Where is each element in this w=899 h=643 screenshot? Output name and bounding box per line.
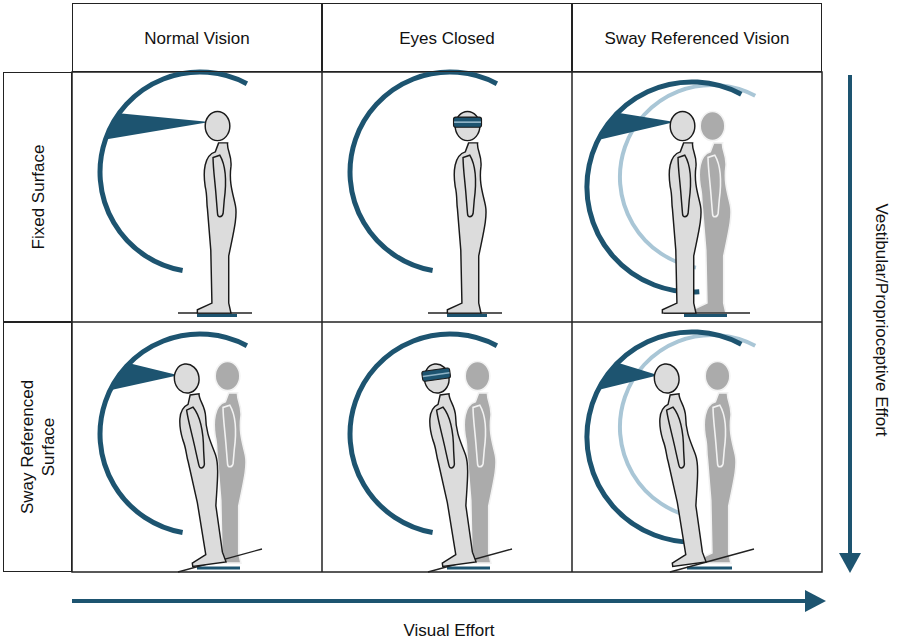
blindfolded-figure: [447, 112, 486, 314]
vision-cone: [105, 113, 209, 139]
axis-label: Vestibular/Proprioceptive Effort: [871, 203, 892, 436]
visual-surround: [587, 82, 741, 292]
condition-cell: [350, 334, 512, 572]
header-text: Eyes Closed: [323, 27, 571, 48]
header-text: Sway Referenced Surface: [17, 367, 59, 527]
condition-cell: [100, 334, 262, 572]
column-header: Sway Referenced Vision: [572, 3, 822, 72]
column-header: Eyes Closed: [322, 3, 572, 72]
condition-cell: [100, 72, 252, 315]
condition-cell: [587, 332, 755, 572]
force-plate: [687, 567, 732, 570]
axis-arrow-shaft: [72, 599, 808, 603]
force-plate: [684, 314, 727, 317]
row-header: Fixed Surface: [3, 72, 72, 322]
condition-cell: [350, 72, 502, 315]
force-plate: [447, 567, 490, 570]
force-plate: [197, 567, 240, 570]
axis-arrow-head: [805, 590, 826, 612]
blindfolded-figure: [415, 362, 481, 567]
blindfold: [422, 368, 451, 382]
vision-cone: [598, 363, 658, 390]
axis-arrow-shaft: [848, 75, 852, 556]
row-header: Sway Referenced Surface: [3, 322, 72, 572]
force-plate: [197, 314, 237, 317]
vision-cone: [598, 113, 675, 140]
force-plate: [447, 314, 487, 317]
human-figure: [165, 362, 231, 567]
grid-frame: [72, 72, 822, 572]
human-figure: [447, 112, 486, 314]
ghost-figure: [697, 362, 736, 564]
grid-line: [72, 321, 822, 323]
condition-cell: [587, 82, 755, 316]
axis-arrow-head: [839, 553, 861, 573]
blindfold: [454, 117, 482, 127]
header-text: Sway Referenced Vision: [573, 27, 821, 48]
human-figure: [415, 362, 481, 567]
header-text: Fixed Surface: [27, 117, 48, 277]
human-figure: [645, 362, 711, 567]
header-text: Normal Vision: [73, 27, 321, 48]
axis-label: Visual Effort: [403, 620, 494, 641]
human-figure: [662, 112, 701, 314]
vision-cone: [110, 363, 178, 390]
human-figure: [197, 112, 236, 314]
column-header: Normal Vision: [72, 3, 322, 72]
